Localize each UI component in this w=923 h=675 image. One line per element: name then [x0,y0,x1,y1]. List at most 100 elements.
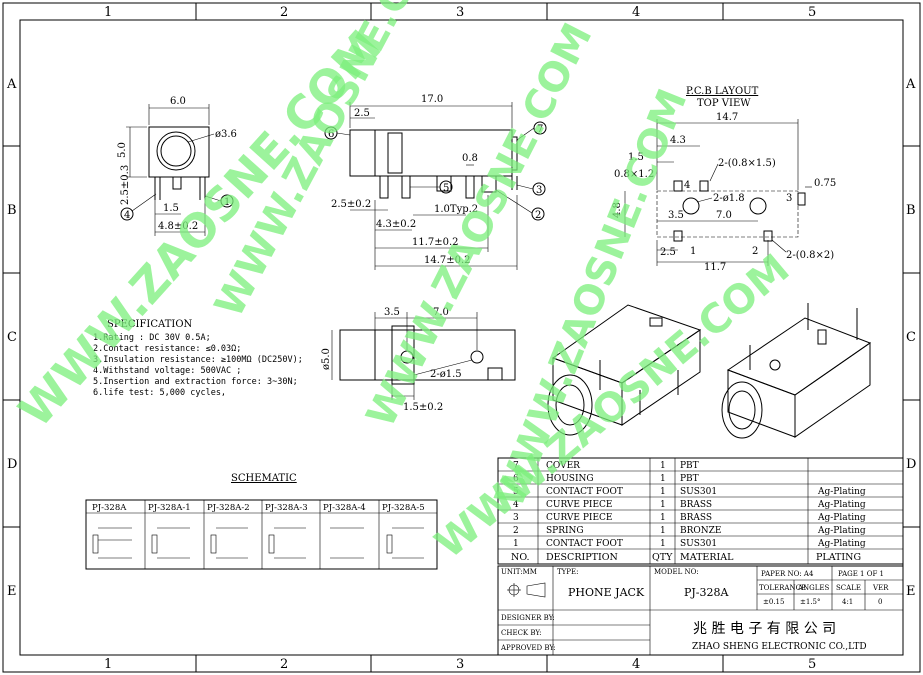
bom-cell-desc: CONTACT FOOT [546,539,623,549]
side-view: 17.0 2.5 0.8 2.5±0.2 1.0Typ.2 4.3±0.2 11… [324,94,547,270]
bom-cell-no: 7 [513,461,519,471]
bom-cell-no: 1 [513,539,519,549]
pcb-subtitle: TOP VIEW [697,98,751,109]
col-label: 3 [456,657,464,672]
bom-cell-material: PBT [680,474,699,484]
dim-pcb-pad-x: 1.5 [628,152,644,163]
bom-cell-desc: COVER [546,461,580,471]
type-value: PHONE JACK [568,586,645,599]
bom-header-desc: DESCRIPTION [546,552,618,563]
pcb-pin-label: 3 [786,193,792,204]
check-label: CHECK BY: [501,629,542,637]
bom-cell-no: 2 [513,526,519,536]
pcb-layout: P.C.B LAYOUT TOP VIEW 14.7 4.3 1.5 0.8×1… [612,86,836,273]
bom-cell-no: 4 [513,500,519,510]
bom-table [497,457,904,565]
bom-header-qty: QTY [652,552,673,563]
col-label: 2 [280,657,288,672]
bom-cell-desc: CONTACT FOOT [546,487,623,497]
bom-cell-plating: Ag-Plating [817,539,866,549]
inner-frame [19,19,904,656]
schematic: SCHEMATIC PJ-328A PJ-328A-1 PJ-328A-2 PJ… [85,473,438,570]
bom-header: NO. DESCRIPTION QTY MATERIAL PLATING [511,552,861,563]
angles-value: ±1.5° [800,598,821,606]
bom-cell-material: PBT [680,461,699,471]
dim-pin-width: 0.8 [462,153,478,164]
dim-body-dia: ø5.0 [321,348,332,370]
schematic-model: PJ-328A [92,503,127,513]
dim-offset: 2.5 [354,108,370,119]
spec-item: 4.Withstand voltage: 500VAC ; [93,366,241,376]
bom-cell-material: BRASS [680,500,712,510]
tolerance-value: ±0.15 [763,598,784,606]
row-label: E [906,584,916,599]
spec-item: 1.Rating : DC 30V 0.5A; [93,333,211,343]
bom-cell-qty: 1 [660,474,666,484]
col-label: 4 [632,657,640,672]
bom-cell-qty: 1 [660,500,666,510]
row-label: B [7,203,17,218]
dim-pin-offset: 2.5±0.2 [331,199,371,210]
bom-cell-qty: 1 [660,526,666,536]
angles-label: ANGLES [797,584,830,592]
row-label: A [6,77,17,92]
model-value: PJ-328A [684,586,730,599]
col-label: 2 [280,5,288,20]
row-label: C [906,330,916,345]
col-label: 3 [456,5,464,20]
spec-item: 2.Contact resistance: ≤0.03Ω; [93,344,241,354]
bom-cell-qty: 1 [660,513,666,523]
dim-width: 6.0 [170,96,186,107]
dim-pcb-pads: 2-(0.8×1.5) [718,158,776,169]
bom-cell-plating: Ag-Plating [817,500,866,510]
dim-pin-pitch: 1.5 [163,203,179,214]
schematic-model: PJ-328A-3 [265,503,308,513]
dim-hole-dia: 2-ø1.5 [430,369,462,380]
designer-label: DESIGNER BY: [501,614,555,622]
row-label: B [906,203,916,218]
dim-pcb-length: 14.7 [716,112,738,123]
grid-labels: 1 2 3 4 5 1 2 3 4 5 A B C D E A B C D E [6,5,916,672]
spec-item: 6.life test: 5,000 cycles, [93,388,226,398]
schematic-model: PJ-328A-2 [207,503,250,513]
dim-slot: 1.5±0.2 [403,402,443,413]
dim-pin-span: 4.3±0.2 [376,219,416,230]
dim-pin-type: 1.0Typ.2 [434,204,478,215]
bom-cell-desc: CURVE PIECE [546,500,613,510]
bom-cell-material: BRASS [680,513,712,523]
spec-title: SPECIFICATION [107,319,193,330]
bom-cell-qty: 1 [660,539,666,549]
isometric-view-left [547,304,702,436]
bom-cell-plating: Ag-Plating [817,526,866,536]
callout-label: 1 [224,197,230,208]
bom-cell-desc: CURVE PIECE [546,513,613,523]
row-label: E [7,584,17,599]
callout-label: 3 [536,185,542,196]
dim-height: 5.0 [117,142,128,158]
bom-cell-no: 5 [513,487,519,497]
dim-pcb-pin-span: 11.7 [704,262,726,273]
paper-no: PAPER NO: A4 [761,570,814,578]
dim-hole-offset: 3.5 [384,307,400,318]
title-block: UNIT:MM TYPE: PHONE JACK MODEL NO: PJ-32… [497,565,904,656]
schematic-model: PJ-328A-4 [323,503,366,513]
front-view: 6.0 5.0 ø3.6 2.5±0.3 1.5 4.8±0.2 4 1 [117,96,237,236]
spec-item: 5.Insertion and extraction force: 3~30N; [93,377,298,387]
col-label: 1 [104,657,112,672]
pcb-title: P.C.B LAYOUT [686,86,759,97]
bom-cell-material: BRONZE [680,526,721,536]
spec-item: 3.Insulation resistance: ≥100MΩ (DC250V)… [93,355,303,365]
dim-pcb-side: 0.75 [814,178,836,189]
dim-total-length: 14.7±0.2 [424,255,471,266]
isometric-view-right [721,303,872,439]
dim-hole-pitch: 7.0 [433,307,449,318]
dim-pcb-pad-size: 0.8×1.2 [614,169,654,180]
company-name-en: ZHAO SHENG ELECTRONIC CO.,LTD [692,642,867,652]
scale-label: SCALE [836,584,861,592]
bom-cell-desc: SPRING [546,526,584,536]
callout-label: 7 [537,124,543,135]
col-label: 5 [808,5,816,20]
unit-label: UNIT:MM [501,568,537,576]
